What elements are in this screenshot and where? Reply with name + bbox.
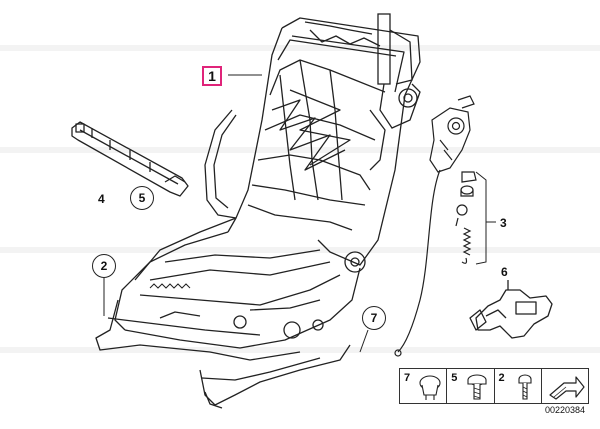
headrest-guide xyxy=(369,13,421,171)
callout-7[interactable]: 7 xyxy=(362,306,386,330)
legend-label: 2 xyxy=(498,372,505,384)
seat-base-frame xyxy=(95,217,366,409)
legend-item[interactable]: 7 xyxy=(400,369,448,403)
cable-assembly xyxy=(394,95,475,357)
callout-1[interactable]: 1 xyxy=(202,66,222,86)
leader-lines xyxy=(103,74,369,353)
bolt-icon xyxy=(517,374,532,400)
legend-item[interactable]: 5 xyxy=(447,369,495,403)
handle-part-6 xyxy=(469,280,553,339)
diagram-id: 00220384 xyxy=(545,405,586,415)
callout-6[interactable]: 6 xyxy=(501,265,508,279)
callout-3-bracket xyxy=(475,171,496,265)
arrow-icon xyxy=(549,376,585,400)
fastener-legend: 7 5 2 xyxy=(399,368,589,404)
legend-item[interactable]: 2 xyxy=(495,369,542,403)
fastener-stack xyxy=(455,171,477,264)
base-spring xyxy=(149,283,191,289)
callout-4[interactable]: 4 xyxy=(98,192,105,206)
callout-5[interactable]: 5 xyxy=(130,186,154,210)
screw-icon xyxy=(467,374,487,400)
legend-label: 5 xyxy=(451,372,458,384)
legend-item[interactable] xyxy=(542,369,588,403)
callout-2[interactable]: 2 xyxy=(92,254,116,278)
callout-3[interactable]: 3 xyxy=(500,216,507,230)
rail-part-4 xyxy=(71,121,189,197)
legend-label: 7 xyxy=(404,372,411,384)
clip-icon xyxy=(419,375,441,400)
seat-back-frame xyxy=(204,17,421,266)
